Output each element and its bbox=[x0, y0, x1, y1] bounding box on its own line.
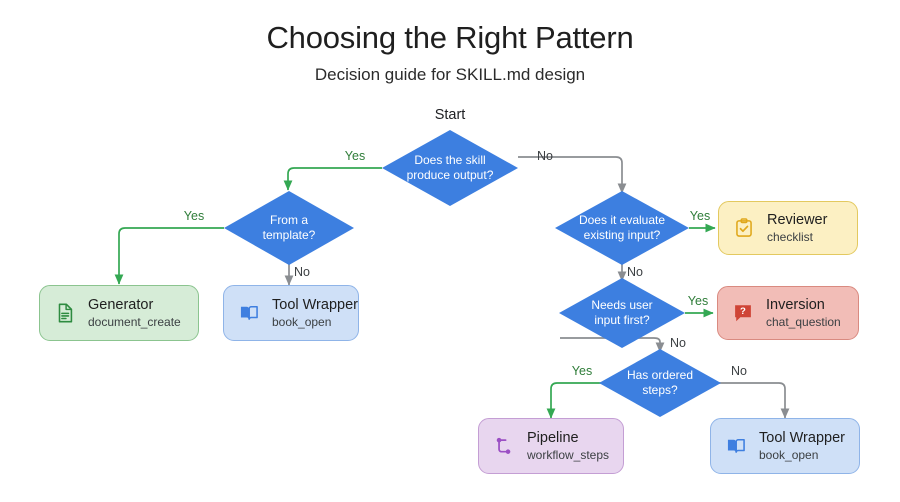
decision-label: Needs user input first? bbox=[591, 298, 653, 327]
decision-does-the-skill-produce-output[interactable]: Does the skill produce output? bbox=[382, 130, 518, 206]
decision-has-ordered-steps[interactable]: Has ordered steps? bbox=[599, 349, 721, 417]
edge-label-d3-no: No bbox=[627, 265, 643, 279]
page-subtitle: Decision guide for SKILL.md design bbox=[314, 64, 586, 84]
outcome-node-inversion[interactable]: ? Inversion chat_question bbox=[717, 286, 859, 340]
page-title: Choosing the Right Pattern bbox=[266, 20, 634, 55]
outcome-node-generator[interactable]: Generator document_create bbox=[39, 285, 199, 341]
node-text: Tool Wrapper book_open bbox=[759, 430, 845, 463]
chat-question-icon: ? bbox=[731, 301, 755, 325]
edge-label-d2-yes: Yes bbox=[183, 209, 205, 223]
node-subtitle: checklist bbox=[767, 230, 814, 244]
node-title: Generator bbox=[88, 296, 154, 313]
decision-label: From a template? bbox=[262, 213, 316, 242]
node-subtitle: chat_question bbox=[766, 315, 841, 329]
edge-label-d5-yes: Yes bbox=[571, 364, 593, 378]
edge-d2-yes bbox=[114, 227, 224, 285]
clipboard-check-icon bbox=[732, 216, 756, 240]
outcome-node-reviewer[interactable]: Reviewer checklist bbox=[718, 201, 858, 255]
svg-text:?: ? bbox=[740, 306, 746, 317]
node-title: Inversion bbox=[766, 296, 825, 313]
outcome-node-pipeline[interactable]: Pipeline workflow_steps bbox=[478, 418, 624, 474]
outcome-node-tool-wrapper-right[interactable]: Tool Wrapper book_open bbox=[710, 418, 860, 474]
edge-d1-yes bbox=[283, 167, 382, 191]
decision-label: Does the skill produce output? bbox=[406, 153, 494, 182]
node-title: Reviewer bbox=[767, 211, 828, 228]
decision-from-a-template[interactable]: From a template? bbox=[224, 191, 354, 265]
outcome-node-tool-wrapper-left[interactable]: Tool Wrapper book_open bbox=[223, 285, 359, 341]
node-subtitle: book_open bbox=[759, 448, 819, 462]
node-title: Tool Wrapper bbox=[272, 296, 358, 313]
book-open-icon bbox=[237, 301, 261, 325]
workflow-icon bbox=[492, 434, 516, 458]
edge-label-d3-yes: Yes bbox=[689, 209, 711, 223]
decision-needs-user-input-first[interactable]: Needs user input first? bbox=[559, 278, 685, 348]
edge-label-d4-yes: Yes bbox=[687, 294, 709, 308]
decision-label: Has ordered steps? bbox=[626, 368, 694, 397]
decision-does-it-evaluate-existing-input[interactable]: Does it evaluate existing input? bbox=[555, 191, 689, 265]
node-title: Pipeline bbox=[527, 429, 579, 446]
node-text: Reviewer checklist bbox=[767, 212, 827, 245]
document-icon bbox=[53, 301, 77, 325]
edge-d5-yes bbox=[546, 382, 601, 419]
node-text: Tool Wrapper book_open bbox=[272, 297, 358, 330]
edge-d1-no bbox=[518, 156, 627, 194]
node-subtitle: workflow_steps bbox=[527, 448, 610, 462]
edge-label-d5-no: No bbox=[731, 364, 747, 378]
edge-label-d2-no: No bbox=[294, 265, 310, 279]
edge-d5-no bbox=[719, 382, 790, 419]
node-text: Generator document_create bbox=[88, 297, 181, 330]
edge-label-d1-yes: Yes bbox=[344, 149, 366, 163]
edge-label-d4-no: No bbox=[670, 336, 686, 350]
node-text: Pipeline workflow_steps bbox=[527, 430, 609, 463]
header: Choosing the Right Pattern Decision guid… bbox=[0, 0, 900, 85]
node-subtitle: book_open bbox=[272, 315, 332, 329]
node-title: Tool Wrapper bbox=[759, 429, 845, 446]
decision-label: Does it evaluate existing input? bbox=[578, 213, 666, 242]
node-text: Inversion chat_question bbox=[766, 297, 841, 330]
start-label: Start bbox=[434, 107, 466, 123]
book-open-icon bbox=[724, 434, 748, 458]
edge-label-d1-no: No bbox=[537, 149, 553, 163]
node-subtitle: document_create bbox=[88, 315, 181, 329]
